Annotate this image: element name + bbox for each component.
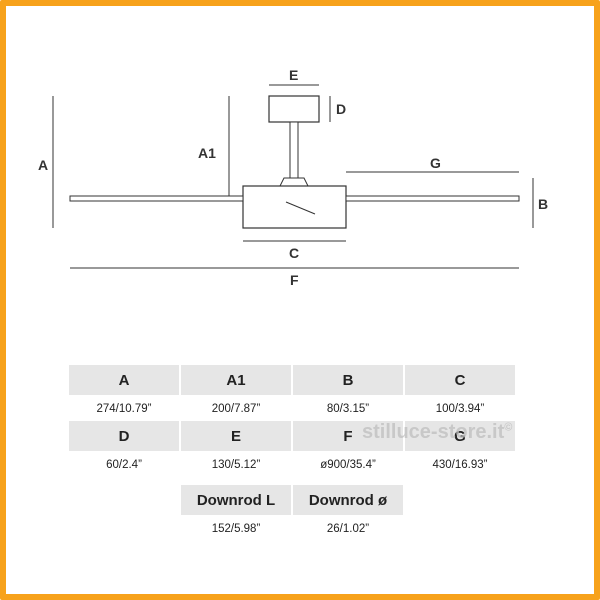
table-header-a: A: [69, 365, 179, 395]
blade-right: [345, 195, 520, 202]
downrod: [289, 121, 299, 179]
label-a: A: [38, 157, 48, 173]
table-header-c: C: [405, 365, 515, 395]
label-a1: A1: [198, 145, 216, 161]
watermark-text: stilluce-store.it: [362, 421, 505, 443]
canopy: [268, 95, 320, 123]
table-value-downrod-length: 152/5.98”: [211, 523, 261, 535]
watermark: stilluce-store.it©: [362, 421, 512, 444]
label-b: B: [538, 196, 548, 212]
label-g: G: [430, 155, 441, 171]
coupler: [279, 177, 309, 187]
table-header-g: G: [405, 421, 515, 451]
table-value-e: 130/5.12”: [211, 459, 261, 471]
motor-housing: [242, 185, 347, 229]
label-f: F: [290, 272, 299, 288]
table-header-b: B: [293, 365, 403, 395]
blade-left: [69, 195, 244, 202]
table-value-g: 430/16.93”: [432, 459, 488, 471]
table-value-b: 80/3.15”: [326, 403, 370, 415]
table-value-f: ø900/35.4”: [320, 459, 376, 471]
table-header-downrod-length: Downrod L: [181, 485, 291, 515]
table-value-d: 60/2.4”: [106, 459, 142, 471]
table-value-a: 274/10.79”: [96, 403, 152, 415]
label-c: C: [289, 245, 299, 261]
table-header-f: F: [293, 421, 403, 451]
label-e: E: [289, 67, 298, 83]
table-header-e: E: [181, 421, 291, 451]
table-value-downrod-diameter: 26/1.02”: [326, 523, 370, 535]
table-value-c: 100/3.94”: [435, 403, 485, 415]
table-header-d: D: [69, 421, 179, 451]
motor-slash: [285, 201, 316, 215]
table-value-a1: 200/7.87”: [211, 403, 261, 415]
copyright-mark: ©: [504, 421, 513, 434]
table-header-downrod-diameter: Downrod ø: [293, 485, 403, 515]
label-d: D: [336, 101, 346, 117]
table-header-a1: A1: [181, 365, 291, 395]
